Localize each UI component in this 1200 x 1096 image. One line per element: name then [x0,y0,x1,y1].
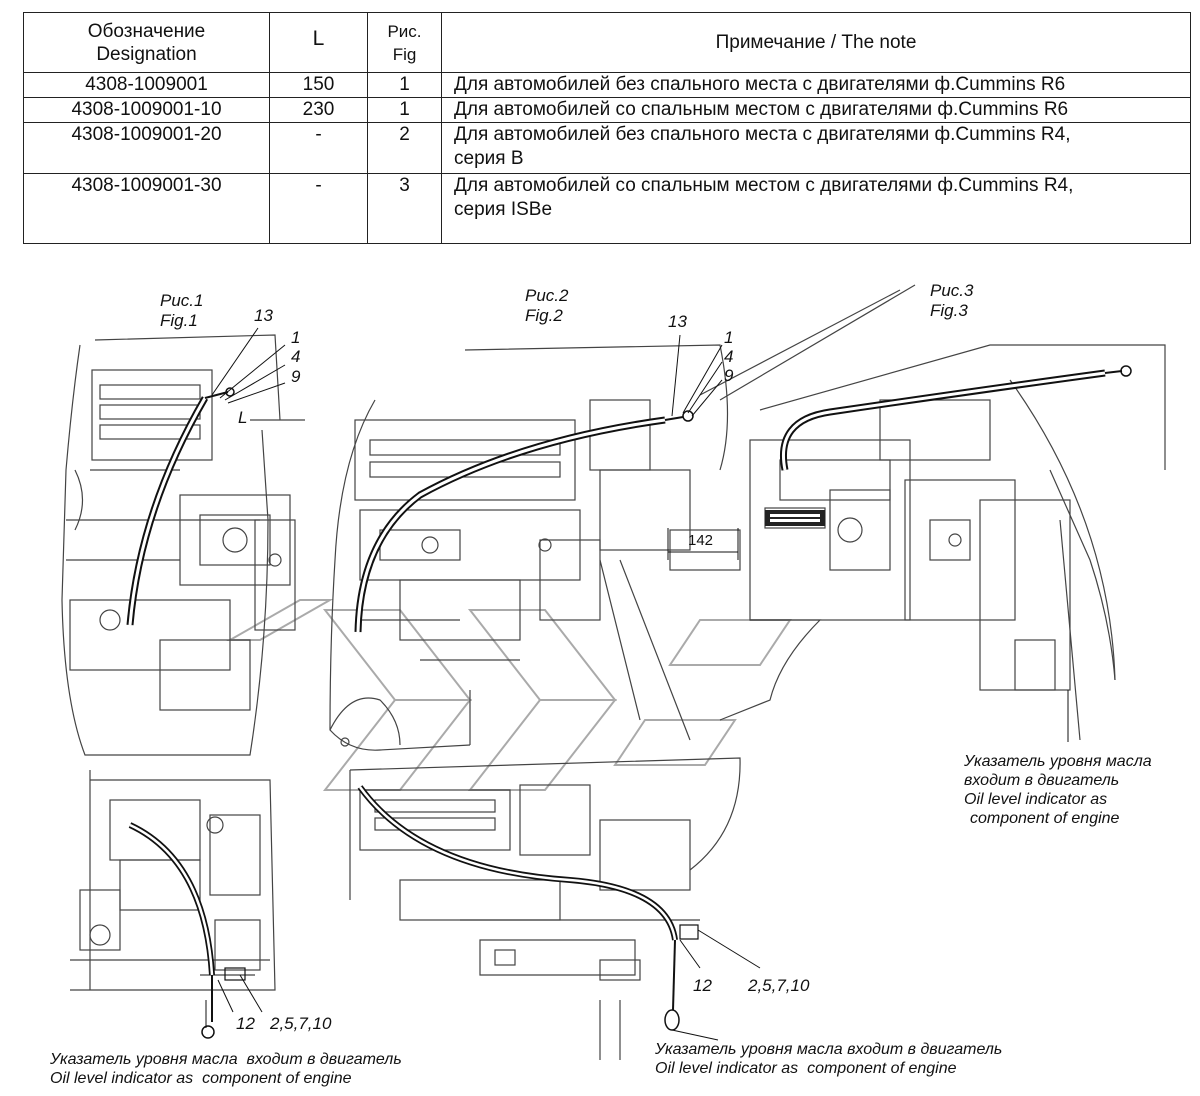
cell-note-line1: Для автомобилей без спального места с дв… [454,124,1071,145]
cell-note-line2: серия B [454,148,524,169]
table-row: 4308-1009001-30 - 3 Для автомобилей со с… [23,173,1191,244]
fig1-lower-dipstick-tube [128,822,246,1039]
header-designation: Обозначение Designation [23,12,270,73]
table-row: 4308-1009001 150 1 Для автомобилей без с… [23,72,1191,98]
cell-note-line1: Для автомобилей со спальным местом с дви… [454,175,1074,196]
cell-length: - [269,173,368,244]
watermark-logo [226,599,792,791]
fig1-engine-drawing [61,334,305,756]
header-designation-en: Designation [96,43,197,65]
fig2-title-en: Fig.2 [525,306,563,325]
fig2-lower-engine-drawing [349,757,741,1060]
fig2-dipstick-tube [354,410,694,633]
fig1-title-ru: Рис.1 [160,291,204,310]
header-fig-ru: Рис. [387,21,422,41]
fig2-lower-leader-lines [671,929,761,1041]
fig1-callout-12: 12 [236,1014,255,1033]
fig3-title-en: Fig.3 [930,301,968,320]
caption-bottom-middle-ru: Указатель уровня масла входит в двигател… [655,1041,1003,1058]
cell-designation: 4308-1009001 [23,72,270,98]
fig2-callout-13: 13 [668,312,687,331]
fig1-callout-group: 2,5,7,10 [270,1014,332,1033]
cell-note: Для автомобилей со спальным местом с дви… [441,173,1191,244]
fig1-callout-9: 9 [291,367,301,386]
fig3-nameplate [765,510,825,526]
header-designation-ru: Обозначение [87,20,206,42]
cell-note-line2: серия ISBe [454,199,553,220]
cell-designation: 4308-1009001-20 [23,122,270,174]
fig2-engine-drawing [329,284,916,751]
cell-length: 230 [269,97,368,123]
fig2-dimension-142 [667,528,739,560]
caption-right: Указатель уровня масла входит в двигател… [964,752,1152,828]
caption-right-ru-1: Указатель уровня масла [964,753,1152,770]
fig1-title: Рис.1 Fig.1 [160,291,203,331]
fig2-callout-4: 4 [724,347,734,366]
fig3-title-ru: Рис.3 [930,281,974,300]
fig2-lower-dipstick-tube [357,785,699,1031]
header-note: Примечание / The note [441,12,1191,73]
caption-right-en-1: Oil level indicator as [964,791,1108,808]
cell-length: - [269,122,368,174]
fig1-dimension-L: L [238,408,248,427]
caption-bottom-left-ru: Указатель уровня масла входит в двигател… [50,1051,402,1068]
fig2-callout-9: 9 [724,366,734,385]
caption-bottom-left-en: Oil level indicator as component of engi… [50,1070,352,1087]
cell-length: 150 [269,72,368,98]
caption-bottom-left: Указатель уровня масла входит в двигател… [50,1050,402,1088]
fig3-engine-drawing [719,344,1166,741]
cell-fig: 3 [367,173,442,244]
caption-bottom-middle-en: Oil level indicator as component of engi… [655,1060,957,1077]
fig2-dimension-142: 142 [688,532,714,549]
fig1-callout-13: 13 [254,306,273,325]
specification-table: Обозначение Designation L Рис. Fig Приме… [23,12,1191,244]
fig2-leader-lines [671,334,723,417]
fig1-callout-4: 4 [291,347,301,366]
caption-right-en-2: component of engine [970,810,1120,827]
fig1-dipstick-tube [126,387,235,626]
header-fig-en: Fig [392,44,417,64]
cell-note: Для автомобилей без спального места с дв… [441,72,1191,98]
fig3-dipstick-tube [780,365,1132,471]
fig2-callout-1: 1 [724,328,734,347]
header-length: L [269,12,368,73]
caption-bottom-middle: Указатель уровня масла входит в двигател… [655,1040,1002,1078]
fig1-callout-1: 1 [291,328,301,347]
fig2-callout-12: 12 [693,976,712,995]
fig2-callout-group: 2,5,7,10 [748,976,810,995]
fig1-lower-leader-lines [217,974,263,1013]
header-fig: Рис. Fig [367,12,442,73]
fig1-leader-lines [211,327,286,404]
table-row: 4308-1009001-10 230 1 Для автомобилей со… [23,97,1191,123]
fig3-title: Рис.3 Fig.3 [930,281,973,321]
cell-fig: 2 [367,122,442,174]
fig2-title-ru: Рис.2 [525,286,569,305]
fig2-title: Рис.2 Fig.2 [525,286,568,326]
table-header-row: Обозначение Designation L Рис. Fig Приме… [23,12,1191,73]
cell-note: Для автомобилей со спальным местом с дви… [441,97,1191,123]
fig1-title-en: Fig.1 [160,311,198,330]
caption-right-ru-2: входит в двигатель [964,772,1120,789]
fig1-lower-engine-drawing [70,770,276,991]
